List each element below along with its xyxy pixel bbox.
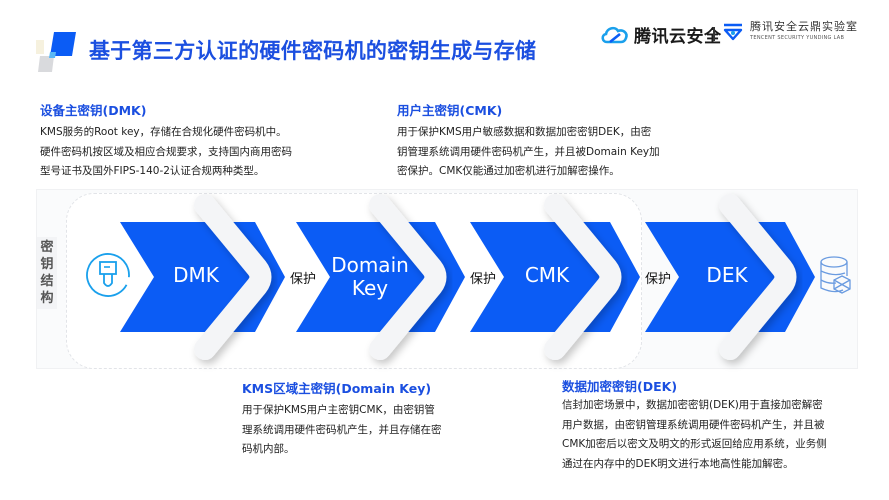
key-structure-label: 密 钥 结 构 (37, 237, 57, 309)
dmk-title: 设备主密钥(DMK) (40, 103, 147, 118)
curved-separator (194, 194, 272, 360)
cmk-description: 用户主密钥(CMK) 用于保护KMS用户敏感数据和数据加密密钥DEK，由密 钥管… (397, 100, 660, 182)
node-domain-key-label: Domain Key (331, 253, 409, 300)
dek-line: 用户数据，由密钥管理系统调用硬件密码机产生，并且被 (562, 418, 825, 431)
cmk-line: 钥管理系统调用硬件密码机产生，并且被Domain Key加 (397, 145, 660, 158)
protect-label: 保护 (290, 272, 317, 287)
dek-title: 数据加密密钥(DEK) (562, 379, 678, 394)
domain-key-title: KMS区域主密钥(Domain Key) (242, 381, 432, 396)
title-decoration-icon (36, 32, 76, 72)
cmk-title: 用户主密钥(CMK) (397, 103, 503, 118)
node-cmk-label: CMK (524, 263, 570, 287)
yunding-lab-logo: 腾讯安全云鼎实验室 TENCENT SECURITY YUNDING LAB (722, 20, 858, 42)
dek-line: 通过在内存中的DEK明文进行本地高性能加解密。 (562, 457, 794, 470)
lab-name-cn: 腾讯安全云鼎实验室 (750, 20, 858, 33)
node-dek-label: DEK (706, 263, 748, 287)
tencent-cloud-security-text: 腾讯云安全 (634, 26, 722, 47)
cmk-line: 用于保护KMS用户敏感数据和数据加密密钥DEK，由密 (397, 126, 652, 138)
curved-separator (369, 194, 447, 360)
dek-description: 数据加密密钥(DEK) 信封加密场景中，数据加密密钥(DEK)用于直接加密解密 … (562, 376, 827, 474)
tencent-cloud-security-logo: 腾讯云安全 (600, 20, 722, 48)
dmk-description: 设备主密钥(DMK) KMS服务的Root key，存储在合规化硬件密码机中。 … (40, 100, 292, 182)
cmk-line: 密保护。CMK仅能通过加密机进行加解密操作。 (397, 165, 620, 177)
protect-label: 保护 (470, 272, 497, 287)
database-icon (820, 256, 851, 294)
cloud-logo-icon (601, 26, 628, 44)
protect-label: 保护 (645, 272, 672, 287)
lab-name-en: TENCENT SECURITY YUNDING LAB (750, 35, 845, 41)
yunding-logo-icon (723, 23, 743, 41)
domain-key-description: KMS区域主密钥(Domain Key) 用于保护KMS用户主密钥CMK，由密钥… (242, 378, 442, 460)
domain-key-line: 用于保护KMS用户主密钥CMK，由密钥管 (242, 404, 435, 416)
curved-separator (544, 194, 622, 360)
node-dmk-label: DMK (173, 263, 219, 287)
domain-key-line: 理系统调用硬件密码机产生，并且存储在密 (242, 423, 442, 436)
dmk-line: 型号证书及国外FIPS-140-2认证合规两种类型。 (40, 165, 265, 177)
dek-line: 信封加密场景中，数据加密密钥(DEK)用于直接加密解密 (562, 399, 823, 411)
dmk-line: KMS服务的Root key，存储在合规化硬件密码机中。 (40, 126, 287, 138)
dmk-line: 硬件密码机按区域及相应合规要求，支持国内商用密码 (40, 145, 292, 158)
curved-separator (719, 194, 797, 360)
logo-separator (713, 27, 715, 41)
dek-line: CMK加密后以密文及明文的形式返回给应用系统，业务侧 (562, 438, 827, 450)
page-title: 基于第三方认证的硬件密码机的密钥生成与存储 (89, 39, 537, 63)
domain-key-line: 码机内部。 (242, 443, 295, 455)
usb-key-icon (86, 253, 130, 297)
